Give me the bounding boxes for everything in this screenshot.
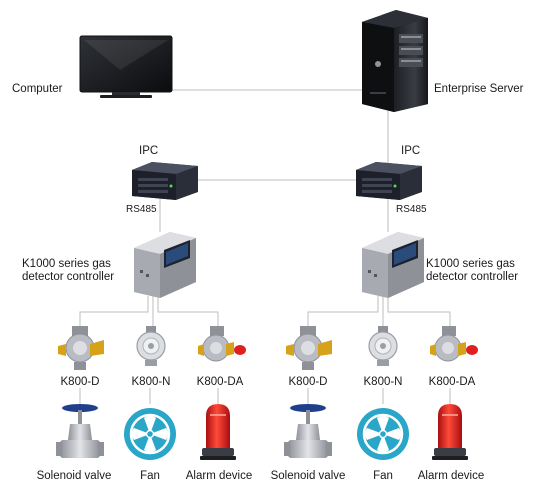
device-label: Alarm device — [408, 470, 494, 483]
detector-k800-n-left-icon — [137, 326, 165, 366]
computer-label: Computer — [12, 83, 63, 96]
detector-k800-da-right-icon — [430, 326, 478, 361]
rs485-left-label: RS485 — [126, 204, 157, 216]
detector-label: K800-DA — [192, 376, 248, 389]
detector-label: K800-N — [356, 376, 410, 389]
controller-left-label: K1000 series gas detector controller — [22, 258, 132, 284]
fan-right-icon — [357, 408, 409, 460]
device-label: Fan — [363, 470, 403, 483]
detector-label: K800-DA — [424, 376, 480, 389]
detector-k800-d-left-icon — [58, 326, 104, 370]
ipc-right-label: IPC — [401, 145, 420, 158]
device-label: Solenoid valve — [28, 470, 120, 483]
server-tower-icon — [362, 10, 428, 112]
detector-label: K800-D — [54, 376, 106, 389]
line-controller-d-right — [308, 296, 378, 326]
device-label: Alarm device — [176, 470, 262, 483]
solenoid-valve-left-icon — [56, 404, 104, 458]
ipc-rack-right-icon — [356, 162, 422, 200]
detector-k800-n-right-icon — [369, 326, 397, 366]
detector-label: K800-N — [124, 376, 178, 389]
alarm-device-left-icon — [200, 404, 236, 460]
detector-label: K800-D — [282, 376, 334, 389]
controller-right-icon — [362, 232, 424, 298]
controller-left-icon — [134, 232, 196, 298]
server-label: Enterprise Server — [434, 83, 523, 96]
solenoid-valve-right-icon — [284, 404, 332, 458]
device-label: Fan — [130, 470, 170, 483]
device-label: Solenoid valve — [262, 470, 354, 483]
ipc-left-label: IPC — [139, 145, 158, 158]
rs485-right-label: RS485 — [396, 204, 427, 216]
alarm-device-right-icon — [432, 404, 468, 460]
fan-left-icon — [124, 408, 176, 460]
line-controller-da-right — [388, 296, 450, 326]
computer-monitor-icon — [80, 36, 172, 98]
ipc-rack-left-icon — [132, 162, 198, 200]
line-controller-da-left — [158, 296, 218, 326]
line-controller-d-left — [80, 296, 148, 326]
detector-k800-da-left-icon — [198, 326, 246, 361]
controller-right-label: K1000 series gas detector controller — [426, 258, 532, 284]
detector-k800-d-right-icon — [286, 326, 332, 370]
